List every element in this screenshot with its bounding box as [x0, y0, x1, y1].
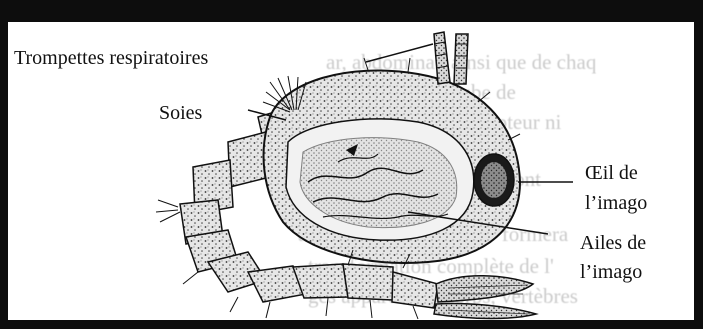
label-ailes-line2: l’imago: [580, 261, 642, 283]
diagram-panel: ar, abdominal, ainsi que de chaq , à con…: [8, 22, 694, 320]
label-trompettes-respiratoires: Trompettes respiratoires: [14, 47, 208, 69]
label-soies: Soies: [159, 102, 202, 124]
label-ailes-line1: Ailes de: [580, 232, 646, 254]
tail-paddles: [434, 276, 536, 319]
label-oeil-line2: l’imago: [585, 192, 647, 214]
respiratory-trumpets: [434, 32, 468, 84]
label-oeil-line1: Œil de: [585, 162, 638, 184]
